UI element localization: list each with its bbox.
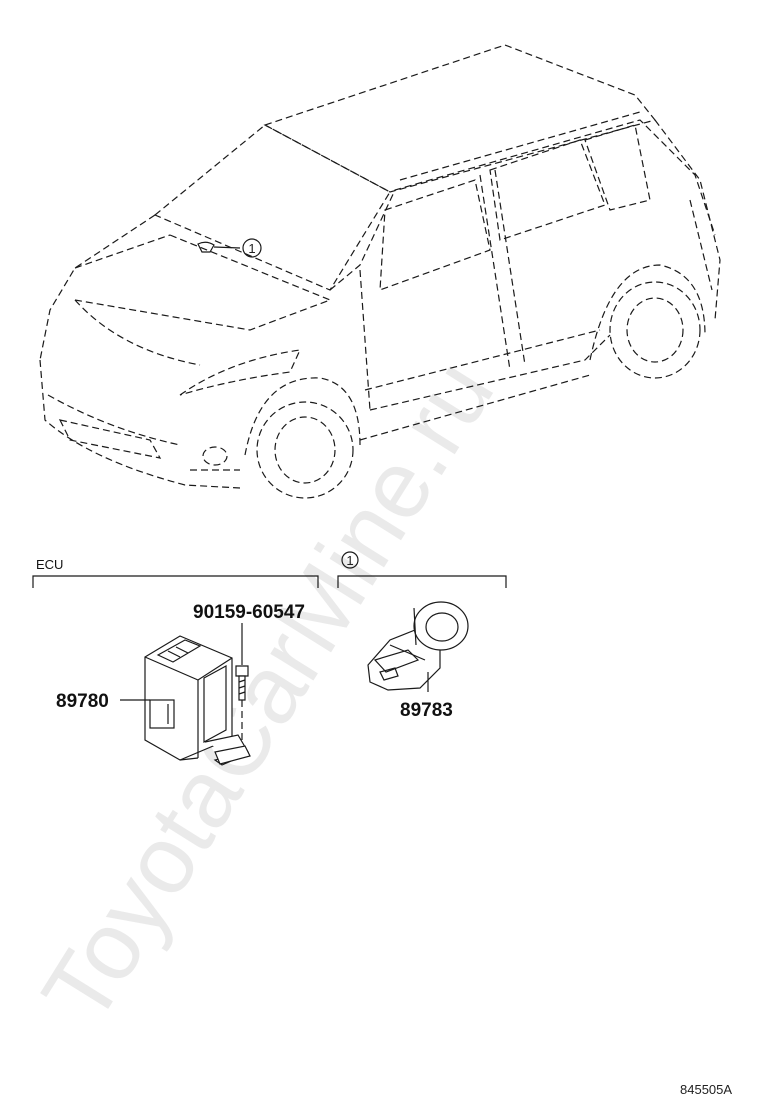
part-number-ecu: 89780 (56, 691, 109, 712)
callout-1-car-text: 1 (248, 241, 255, 256)
ecu-module-drawing (144, 635, 251, 766)
sensor-group-callout: 1 (346, 553, 353, 568)
ecu-group-bracket: ECU (32, 557, 319, 588)
ecu-group-label: ECU (36, 557, 63, 572)
rain-sensor-drawing (367, 601, 469, 691)
part-number-sensor: 89783 (400, 700, 453, 721)
sensor-group-bracket: 1 (337, 551, 507, 588)
vehicle-outline (39, 44, 721, 499)
callout-1-car: 1 (242, 238, 262, 258)
part-number-bolt: 90159-60547 (193, 602, 305, 623)
diagram-id: 845505A (680, 1082, 732, 1097)
